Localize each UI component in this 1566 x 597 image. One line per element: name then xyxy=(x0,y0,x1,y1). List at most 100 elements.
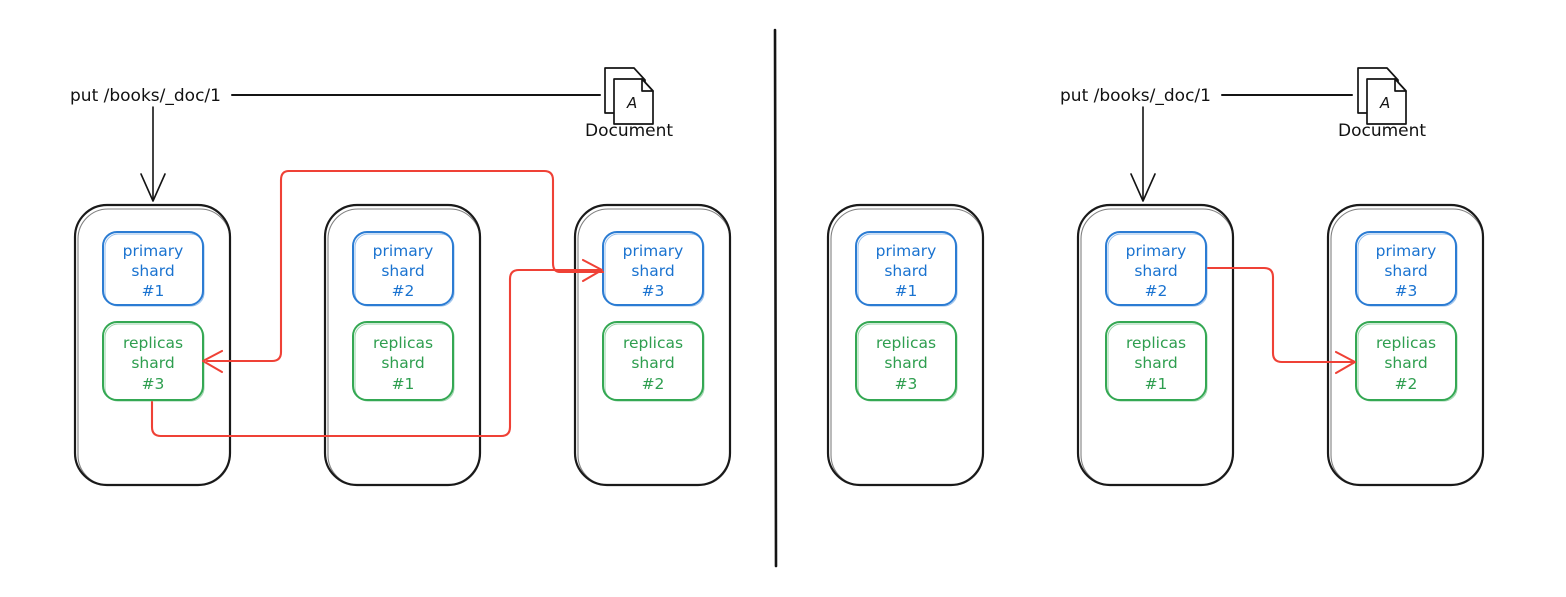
shard-label-line2: shard xyxy=(381,354,424,372)
shard-label-line3: #1 xyxy=(1145,375,1168,393)
shard-box xyxy=(1355,231,1457,306)
shard-box-sketch-overlay xyxy=(354,233,455,307)
shard-box xyxy=(352,231,454,306)
shard-label-line1: replicas xyxy=(373,334,433,352)
left-flow-primary3-to-replica3 xyxy=(201,169,605,374)
shard-label-line2: shard xyxy=(1384,262,1427,280)
shard-box-sketch-overlay xyxy=(1357,233,1458,307)
document-page-letter: A xyxy=(1379,94,1390,112)
shard-label-line1: primary xyxy=(123,242,184,260)
shard-label-line1: replicas xyxy=(623,334,683,352)
shard-label-line1: replicas xyxy=(1126,334,1186,352)
request-label-left: put /books/_doc/1 xyxy=(70,86,221,106)
left-panel: put /books/_doc/1 A Document primary xyxy=(70,67,732,487)
document-label-left: Document xyxy=(585,121,673,141)
request-label-right: put /books/_doc/1 xyxy=(1060,86,1211,106)
shard-box-sketch-overlay xyxy=(1357,323,1458,402)
shard-label-line2: shard xyxy=(631,354,674,372)
replica-shard-3[interactable]: replicas shard #3 xyxy=(102,321,205,402)
shard-label-line2: shard xyxy=(1134,262,1177,280)
shard-label-line2: shard xyxy=(884,262,927,280)
shard-label-line1: primary xyxy=(876,242,937,260)
primary-shard-3[interactable]: primary shard #3 xyxy=(602,231,705,307)
shard-label-line3: #1 xyxy=(142,282,165,300)
left-node-3[interactable]: primary shard #3 replicas shard #2 xyxy=(573,203,732,487)
shard-label-line2: shard xyxy=(131,354,174,372)
flow-arrowhead-icon xyxy=(581,258,604,283)
left-node-2[interactable]: primary shard #2 replicas shard #1 xyxy=(323,203,482,487)
shard-label-line3: #1 xyxy=(392,375,415,393)
shard-label-line3: #1 xyxy=(895,282,918,300)
flow-path xyxy=(1206,266,1354,364)
shard-box xyxy=(102,231,204,306)
right-node-2[interactable]: primary shard #2 replicas shard #1 xyxy=(1076,203,1235,487)
node-container-sketch-overlay xyxy=(577,208,731,486)
replica-shard-2[interactable]: replicas shard #2 xyxy=(1355,321,1458,402)
shard-box-sketch-overlay xyxy=(604,233,705,307)
shard-label-line3: #3 xyxy=(642,282,665,300)
shard-box-sketch-overlay xyxy=(354,323,455,402)
replica-shard-2[interactable]: replicas shard #2 xyxy=(602,321,705,402)
shard-label-line1: primary xyxy=(373,242,434,260)
shard-label-line3: #2 xyxy=(392,282,415,300)
node-container-sketch-overlay xyxy=(77,208,231,486)
shard-label-line2: shard xyxy=(1384,354,1427,372)
shard-label-line3: #2 xyxy=(642,375,665,393)
primary-shard-2[interactable]: primary shard #2 xyxy=(352,231,455,307)
shard-label-line1: primary xyxy=(623,242,684,260)
shard-label-line3: #2 xyxy=(1395,375,1418,393)
replica-shard-1[interactable]: replicas shard #1 xyxy=(1105,321,1208,402)
shard-label-line3: #2 xyxy=(1145,282,1168,300)
document-icon-left: A xyxy=(604,67,654,125)
shard-box xyxy=(855,321,957,401)
shard-box-sketch-overlay xyxy=(1107,323,1208,402)
shard-label-line3: #3 xyxy=(142,375,165,393)
right-node-3[interactable]: primary shard #3 replicas shard #2 xyxy=(1326,203,1485,487)
flow-path xyxy=(150,268,601,438)
shard-box xyxy=(602,231,704,306)
flow-path xyxy=(205,169,605,363)
shard-label-line2: shard xyxy=(1134,354,1177,372)
shard-label-line3: #3 xyxy=(895,375,918,393)
request-arrowhead-left xyxy=(140,173,166,202)
shard-label-line1: primary xyxy=(1126,242,1187,260)
primary-shard-2[interactable]: primary shard #2 xyxy=(1105,231,1208,307)
flow-arrowhead-icon xyxy=(1334,350,1357,375)
shard-box xyxy=(602,321,704,401)
document-label-right: Document xyxy=(1338,121,1426,141)
shard-box-sketch-overlay xyxy=(857,233,958,307)
replica-shard-3[interactable]: replicas shard #3 xyxy=(855,321,958,402)
shard-box-sketch-overlay xyxy=(1107,233,1208,307)
shard-box xyxy=(1105,231,1207,306)
primary-shard-1[interactable]: primary shard #1 xyxy=(855,231,958,307)
document-fold-icon xyxy=(1394,78,1407,92)
replica-shard-1[interactable]: replicas shard #1 xyxy=(352,321,455,402)
panel-divider xyxy=(773,28,778,568)
right-flow-primary2-to-replica2 xyxy=(1206,266,1357,375)
right-panel: put /books/_doc/1 A Document primary s xyxy=(826,67,1485,487)
left-flow-replica3-to-primary3 xyxy=(150,258,604,438)
primary-shard-1[interactable]: primary shard #1 xyxy=(102,231,205,307)
shard-label-line1: replicas xyxy=(1376,334,1436,352)
shard-label-line2: shard xyxy=(381,262,424,280)
right-node-1[interactable]: primary shard #1 replicas shard #3 xyxy=(826,203,985,487)
request-arrowhead-right xyxy=(1130,173,1156,202)
shard-label-line2: shard xyxy=(131,262,174,280)
node-container-sketch-overlay xyxy=(1330,208,1484,486)
shard-box-sketch-overlay xyxy=(104,233,205,307)
flow-arrowhead-icon xyxy=(201,349,224,374)
shard-label-line3: #3 xyxy=(1395,282,1418,300)
shard-box xyxy=(855,231,957,306)
shard-box xyxy=(1355,321,1457,401)
node-container-sketch-overlay xyxy=(327,208,481,486)
shard-box-sketch-overlay xyxy=(604,323,705,402)
node-container-sketch-overlay xyxy=(830,208,984,486)
shard-label-line2: shard xyxy=(631,262,674,280)
shard-label-line1: replicas xyxy=(876,334,936,352)
left-node-1[interactable]: primary shard #1 replicas shard #3 xyxy=(73,203,232,487)
primary-shard-3[interactable]: primary shard #3 xyxy=(1355,231,1458,307)
document-fold-icon xyxy=(641,78,654,92)
shard-label-line1: replicas xyxy=(123,334,183,352)
